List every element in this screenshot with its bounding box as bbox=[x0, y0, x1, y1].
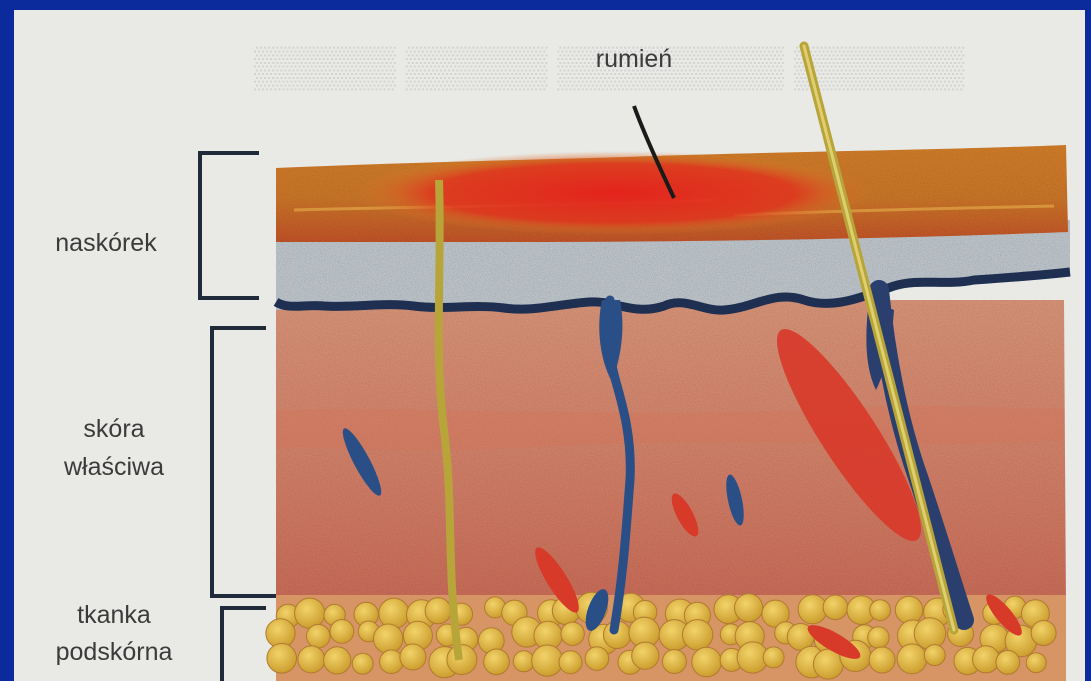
fat-cell bbox=[298, 646, 325, 673]
fat-cell bbox=[330, 620, 354, 644]
fat-cell bbox=[559, 651, 582, 674]
fat-cell bbox=[307, 624, 331, 648]
erythema-label: rumień bbox=[574, 44, 694, 74]
fat-cell bbox=[632, 642, 659, 669]
fat-cell bbox=[1026, 653, 1046, 673]
fat-cell bbox=[295, 598, 325, 628]
fat-cell bbox=[869, 647, 895, 673]
fat-cell bbox=[996, 650, 1020, 674]
fat-cell bbox=[513, 651, 534, 672]
fat-cell bbox=[380, 650, 404, 674]
subcutis-label-line2: podskórna bbox=[24, 637, 204, 667]
fat-cell bbox=[973, 646, 1000, 673]
fat-cell bbox=[447, 645, 477, 675]
fat-cell bbox=[374, 624, 403, 653]
fat-cell bbox=[924, 645, 945, 666]
fat-cell bbox=[425, 598, 451, 624]
fat-cell bbox=[585, 647, 609, 671]
bracket-epidermis bbox=[200, 153, 259, 298]
fat-cell bbox=[561, 622, 584, 645]
fat-cell bbox=[324, 647, 351, 674]
bracket-dermis bbox=[212, 328, 276, 596]
fat-cell bbox=[895, 596, 923, 624]
diagram-frame: ▒▒▒▒▒ ▒▒▒▒▒ ▒▒▒▒▒▒▒▒ ▒▒▒▒▒▒ bbox=[14, 10, 1085, 681]
dermis-label-line2: właściwa bbox=[44, 452, 184, 482]
fat-cell bbox=[914, 618, 946, 650]
dermis-label-line1: skóra bbox=[44, 414, 184, 444]
fat-cell bbox=[379, 598, 409, 628]
fat-cell bbox=[662, 650, 686, 674]
subcutis-label-line1: tkanka bbox=[39, 600, 189, 630]
skin-cross-section: ▒▒▒▒▒ ▒▒▒▒▒ ▒▒▒▒▒▒▒▒ ▒▒▒▒▒▒ bbox=[14, 10, 1085, 681]
fat-cell bbox=[868, 627, 889, 648]
fat-cell bbox=[870, 600, 891, 621]
fat-cell bbox=[352, 653, 373, 674]
layer-brackets bbox=[200, 153, 276, 681]
fat-cell bbox=[798, 595, 827, 624]
fat-cell bbox=[692, 647, 722, 677]
erythema-area bbox=[354, 151, 874, 235]
fat-cell bbox=[484, 649, 510, 675]
fat-cell bbox=[1031, 621, 1056, 646]
bracket-subcutis bbox=[222, 608, 266, 681]
fat-cell bbox=[267, 644, 297, 674]
fat-cell bbox=[400, 644, 426, 670]
fat-cell bbox=[735, 594, 763, 622]
fat-cell bbox=[682, 620, 712, 650]
epidermis-label: naskórek bbox=[26, 228, 186, 258]
fat-cell bbox=[823, 595, 848, 620]
fat-cell bbox=[763, 647, 784, 668]
fat-cell bbox=[897, 644, 927, 674]
fat-cell bbox=[532, 645, 563, 676]
